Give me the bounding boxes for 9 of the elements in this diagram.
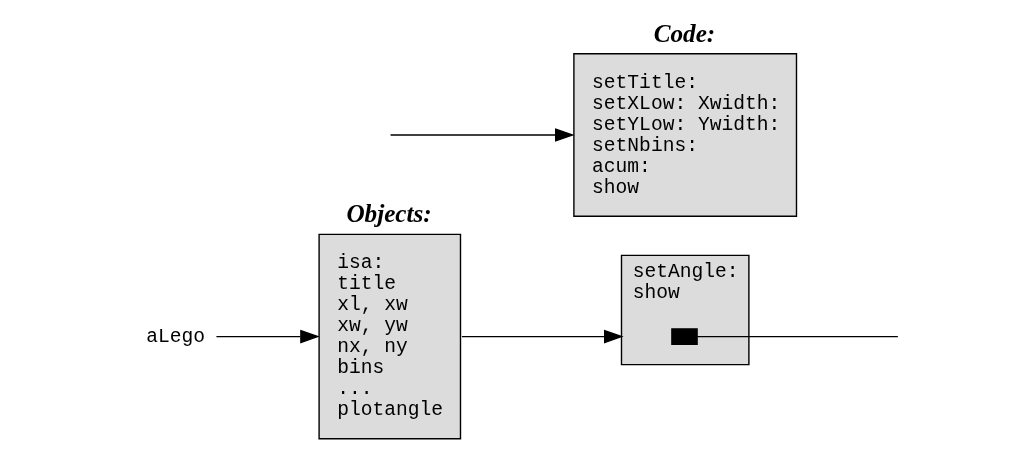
node-label: Objects: bbox=[346, 199, 432, 227]
arrow bbox=[461, 329, 624, 343]
node-box bbox=[671, 327, 698, 345]
node-label: Code: bbox=[653, 19, 716, 47]
arrow bbox=[215, 329, 320, 343]
connector bbox=[696, 335, 899, 337]
arrow bbox=[389, 127, 575, 142]
cluster: setAngle: show bbox=[620, 254, 750, 365]
node-text: aLego bbox=[146, 325, 205, 348]
